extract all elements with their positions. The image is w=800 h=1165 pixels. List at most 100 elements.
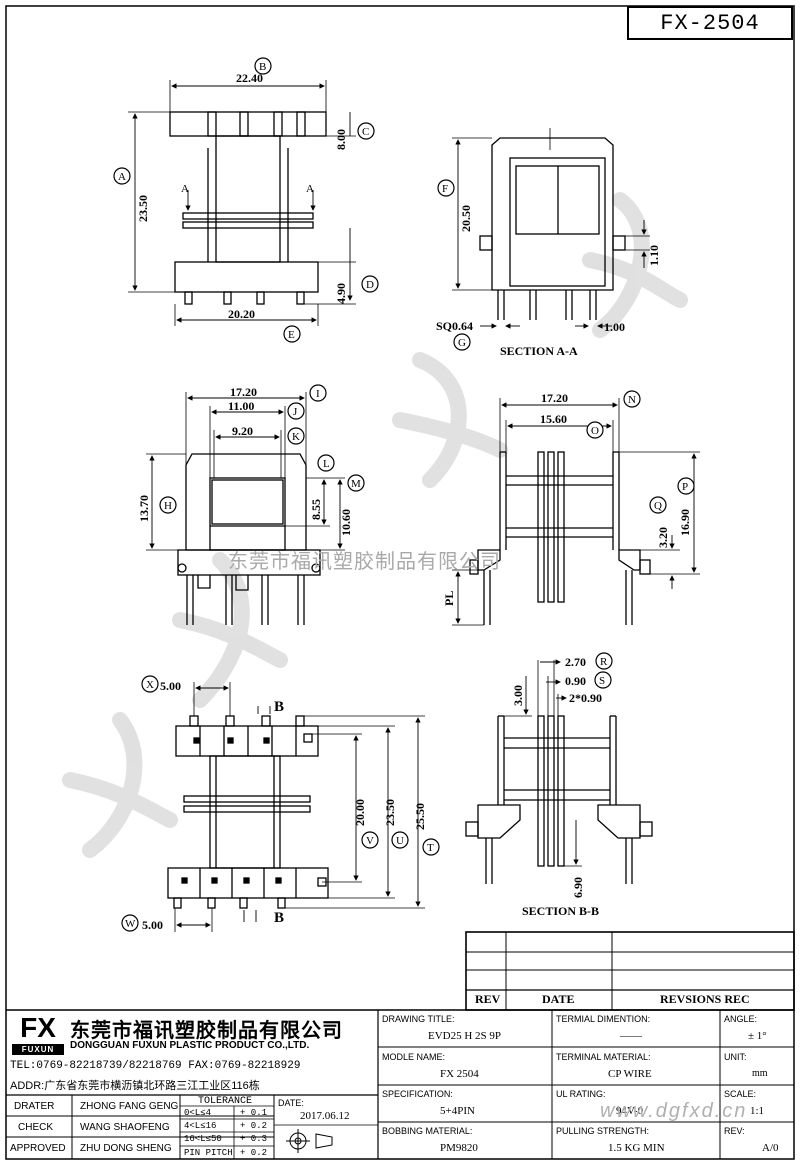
tag-d-circle — [361, 275, 379, 293]
logo-subtext: FUXUN — [12, 1044, 64, 1055]
tag-n-circle — [623, 390, 641, 408]
tag-x-circle — [141, 675, 159, 693]
logo-text: FX — [20, 1012, 56, 1043]
model-name-value: FX 2504 — [440, 1068, 479, 1080]
unit-value: mm — [752, 1068, 768, 1079]
scale-label: SCALE: — [724, 1089, 757, 1099]
tag-s: S — [599, 675, 605, 687]
section-mark-b-top: B — [274, 699, 284, 715]
dim-x-value: 5.00 — [160, 679, 181, 693]
section-a-a-title: SECTION A-A — [500, 344, 578, 358]
dim-690-value: 6.90 — [571, 877, 585, 898]
tolerance-range-1: 0<L≤4 — [184, 1108, 212, 1118]
section-mark-a-right: A — [306, 183, 314, 195]
tag-r: R — [600, 656, 608, 668]
dim-j-value: 11.00 — [228, 399, 254, 413]
tag-c-circle — [357, 122, 375, 140]
part-number-box: FX-2504 — [627, 6, 793, 40]
dim-w-value: 5.00 — [142, 918, 163, 932]
tag-t: T — [427, 842, 434, 854]
part-number: FX-2504 — [660, 10, 760, 36]
tag-l: L — [323, 458, 330, 470]
signoff-role-check: CHECK — [18, 1122, 54, 1133]
date-header: DATE — [542, 992, 575, 1006]
dim-f-value: 20.50 — [459, 205, 473, 232]
dim-n-value: 17.20 — [541, 391, 568, 405]
terminal-material-value: CP WIRE — [608, 1068, 652, 1080]
top-view-labels: 22.40 B A 23.50 8.00 C 4.90 D 20.20 E A … — [113, 57, 379, 343]
tag-i: I — [316, 388, 320, 400]
rev-label: REV: — [724, 1126, 745, 1136]
pulling-strength-label: PULLING STRENGTH: — [556, 1126, 650, 1136]
dim-300-value: 3.00 — [511, 685, 525, 706]
terminal-dimention-label: TERMIAL DIMENTION: — [556, 1014, 651, 1024]
tolerance-range-3: 16<L≤50 — [184, 1134, 222, 1144]
bobbing-material-label: BOBBING MATERIAL: — [382, 1126, 473, 1136]
tag-p-circle — [677, 477, 695, 495]
tolerance-range-2: 4<L≤16 — [184, 1121, 217, 1131]
tag-e-circle — [283, 325, 301, 343]
dim-s-value: 0.90 — [565, 674, 586, 688]
front-view — [146, 392, 345, 625]
dim-q-value: 3.20 — [656, 527, 670, 548]
signoff-role-approved: APPROVED — [10, 1143, 66, 1154]
ul-rating-label: UL RATING: — [556, 1089, 606, 1099]
dim-e-value: 20.20 — [228, 307, 255, 321]
revisions-record-header: REVSIONS REC — [660, 992, 750, 1006]
tag-g: G — [458, 337, 466, 349]
tag-f: F — [442, 183, 448, 195]
tag-k-circle — [287, 427, 305, 445]
side-view — [452, 398, 700, 626]
drawing-title-label: DRAWING TITLE: — [382, 1014, 455, 1024]
section-mark-b-bottom: B — [274, 910, 284, 926]
tag-t-circle — [422, 838, 440, 856]
tag-x: X — [146, 679, 154, 691]
dim-m-value: 10.60 — [339, 509, 353, 536]
bobbing-material-value: PM9820 — [440, 1142, 478, 1154]
ul-rating-value: 94V-0 — [616, 1105, 644, 1117]
projection-symbol — [286, 1129, 333, 1153]
section-b-b-labels: 2.70 R 0.90 S 2*0.90 3.00 6.90 SECTION B… — [511, 652, 613, 918]
dim-100-value: 1.00 — [604, 320, 625, 334]
specification-label: SPECIFICATION: — [382, 1089, 453, 1099]
tag-g-circle — [453, 333, 471, 351]
tag-r-circle — [595, 652, 613, 670]
rev-value: A/0 — [762, 1142, 779, 1154]
specification-value: 5+4PIN — [440, 1105, 475, 1117]
tag-o-circle — [586, 421, 604, 439]
scale-value: 1:1 — [750, 1105, 765, 1117]
tag-e: E — [288, 329, 295, 341]
section-a-a-view — [452, 128, 650, 329]
terminal-material-label: TERMINAL MATERIAL: — [556, 1052, 651, 1062]
dim-855-value: 8.55 — [309, 499, 323, 520]
dim-d-value: 4.90 — [334, 283, 348, 304]
dim-a-value: 23.50 — [136, 195, 150, 222]
tag-o: O — [591, 425, 599, 437]
company-logo: FX FUXUN — [10, 1014, 66, 1056]
tag-m-circle — [347, 474, 365, 492]
company-tel: TEL:0769-82218739/82218769 FAX:0769-8221… — [10, 1060, 301, 1072]
tag-m: M — [351, 478, 361, 490]
side-view-labels: 17.20 N 15.60 O Q 3.20 P 16.90 PL — [442, 390, 695, 606]
dim-110-value: 1.10 — [647, 245, 661, 266]
company-name-cn: 东莞市福讯塑胶制品有限公司 — [70, 1020, 343, 1042]
tag-c: C — [362, 126, 369, 138]
tag-s-circle — [594, 671, 612, 689]
dim-c-value: 8.00 — [334, 129, 348, 150]
dim-r-value: 2.70 — [565, 655, 586, 669]
tolerance-range-4: PIN PITCH — [184, 1148, 233, 1158]
tag-p: P — [682, 481, 688, 493]
tag-v-circle — [361, 831, 379, 849]
signoff-role-drafter: DRATER — [14, 1101, 55, 1112]
tolerance-value-3: + 0.3 — [240, 1134, 268, 1144]
section-mark-a-left: A — [181, 183, 189, 195]
signoff-name-drafter: ZHONG FANG GENG — [80, 1101, 179, 1112]
tag-a: A — [118, 171, 126, 183]
company-name-en: DONGGUAN FUXUN PLASTIC PRODUCT CO.,LTD. — [70, 1040, 310, 1051]
tag-j-circle — [287, 402, 305, 420]
top-view — [128, 80, 356, 326]
tag-l-circle — [317, 454, 335, 472]
tag-q-circle — [649, 496, 667, 514]
tag-k: K — [292, 431, 300, 443]
